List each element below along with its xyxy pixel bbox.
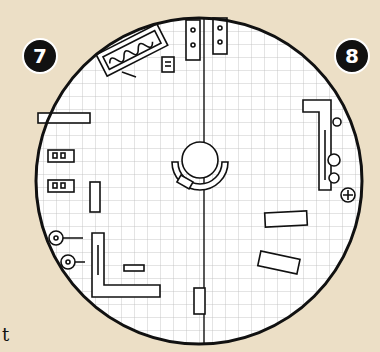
edge-text: t	[2, 326, 9, 344]
callout-text: 7	[33, 46, 47, 66]
callout-number: 7	[22, 38, 58, 74]
callout-text: 8	[345, 46, 359, 66]
room-wall	[36, 18, 362, 344]
callout-number: 8	[334, 38, 370, 74]
furniture	[38, 18, 355, 344]
